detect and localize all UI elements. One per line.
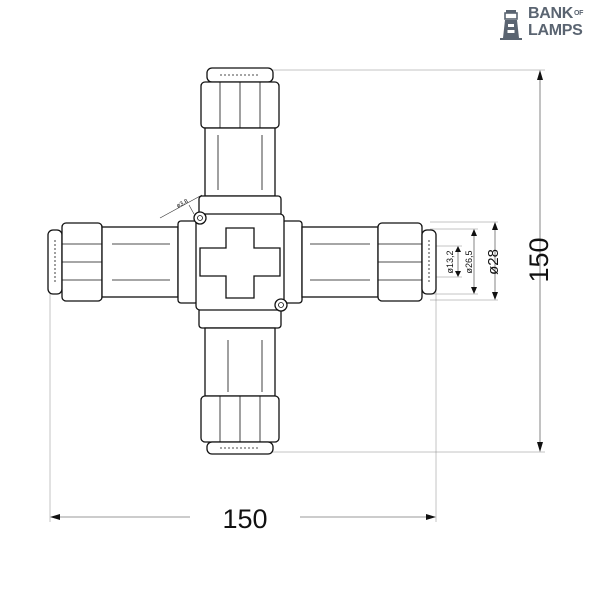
connector-hub xyxy=(193,211,288,312)
inner-diameter-label: ø13,2 xyxy=(445,250,455,273)
brand-line1-small: OF xyxy=(574,10,584,17)
brand-name: BANKOF LAMPS xyxy=(528,6,583,39)
connector-bottom-arm xyxy=(198,307,282,455)
brand-line2: LAMPS xyxy=(528,22,583,39)
screw-hole-top-left xyxy=(193,211,207,225)
brand-logo: BANKOF LAMPS xyxy=(498,6,598,42)
connector-right-arm xyxy=(281,220,437,304)
connector-top-arm xyxy=(198,67,282,217)
connector-left-arm xyxy=(47,220,199,304)
mid-diameter-label: ø26,5 xyxy=(464,250,474,273)
height-dimension-label: 150 xyxy=(524,237,554,282)
width-dimension-label: 150 xyxy=(222,504,267,534)
screw-hole-label: ø3,8 xyxy=(176,198,190,209)
brand-line1: BANK xyxy=(528,5,574,22)
screw-hole-bottom-right xyxy=(274,298,288,312)
lighthouse-icon xyxy=(500,10,522,40)
dimension-lines xyxy=(49,69,545,522)
outer-diameter-label: ø28 xyxy=(485,249,502,275)
